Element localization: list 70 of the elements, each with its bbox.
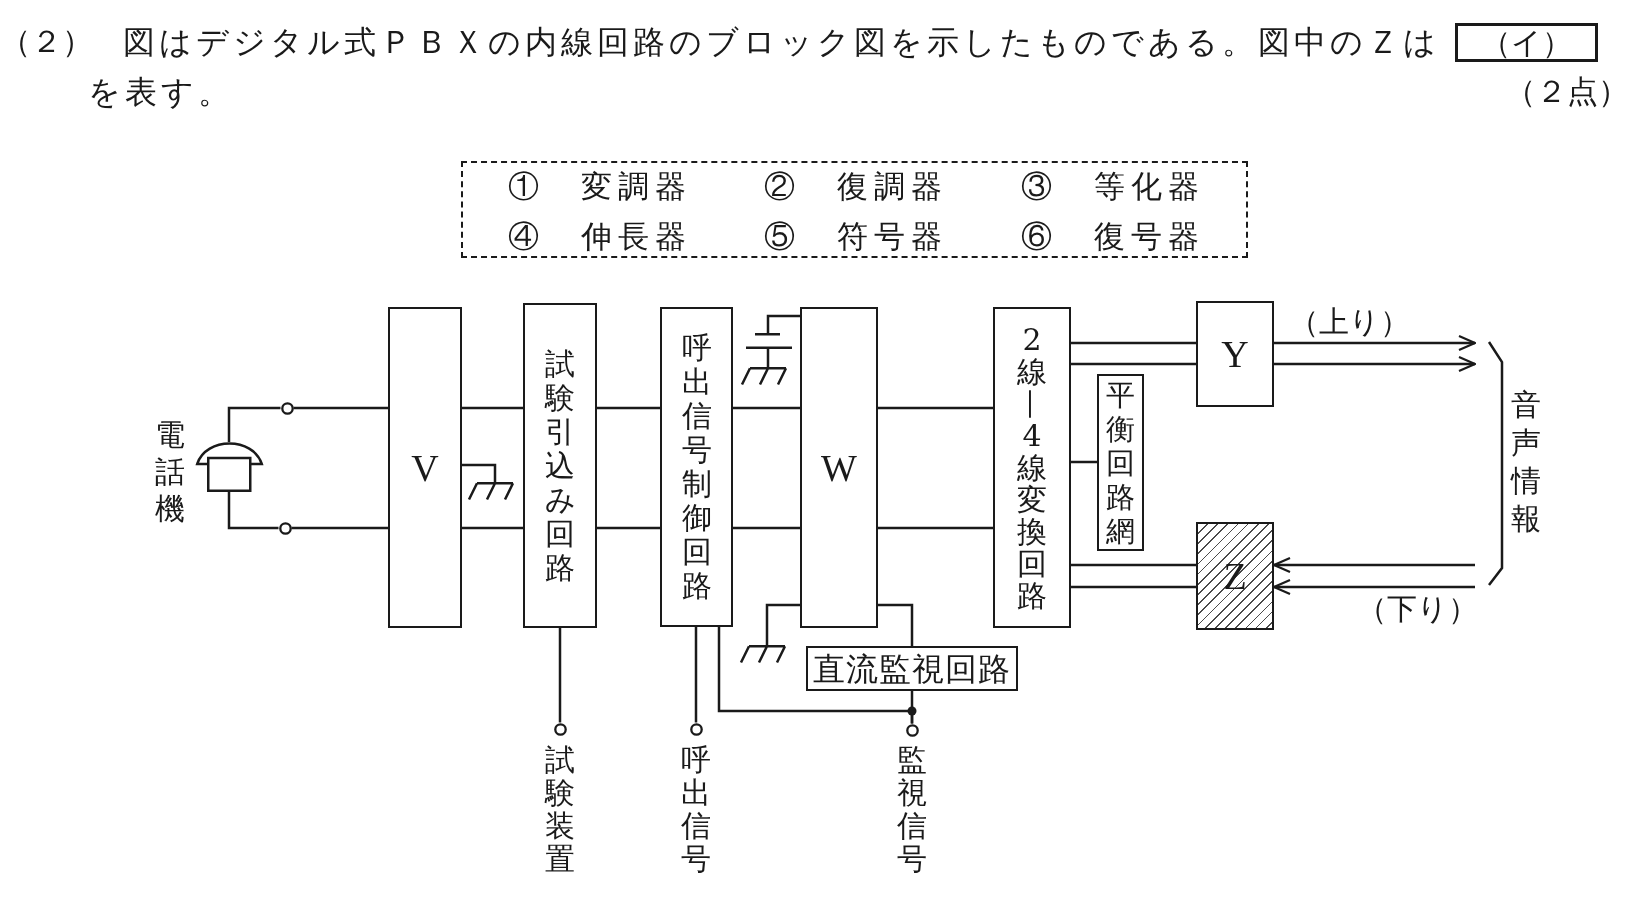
- choice-number: ②: [763, 170, 795, 202]
- wire: [558, 628, 562, 723]
- circuit-block: 直流監視回路: [806, 646, 1018, 691]
- question-text: を表す。: [88, 76, 234, 108]
- points-label: （２点）: [1505, 76, 1629, 107]
- ground-icon: [740, 367, 788, 386]
- direction-label: （下り）: [1357, 594, 1478, 624]
- terminal-icon: [278, 521, 292, 535]
- wire: [766, 314, 800, 333]
- question-text: 図はデジタル式ＰＢＸの内線回路のブロック図を示したものである。図中のＺは: [123, 26, 1440, 58]
- circuit-block: Y: [1196, 301, 1274, 407]
- terminal-icon: [905, 723, 919, 737]
- wire: [462, 406, 523, 410]
- choice-text: 伸長器: [581, 220, 692, 252]
- wire: [878, 406, 993, 410]
- telephone-icon: [196, 442, 263, 492]
- terminal-icon: [689, 722, 703, 736]
- choice-text: 復調器: [837, 170, 948, 202]
- choice-box: [461, 161, 1248, 258]
- wire: [910, 691, 914, 724]
- circuit-block: 試験引込み回路: [523, 303, 597, 628]
- wire: [766, 349, 770, 367]
- terminal-icon: [553, 722, 567, 736]
- wire: [293, 406, 388, 410]
- capacitor-icon: [746, 333, 792, 349]
- wire: [733, 406, 800, 410]
- choice-number: ③: [1020, 170, 1052, 202]
- wire: [597, 406, 660, 410]
- ground-icon: [467, 482, 515, 501]
- wire: [1071, 362, 1196, 366]
- wire: [597, 526, 660, 530]
- wire: [694, 627, 698, 723]
- arrow: [1274, 355, 1477, 373]
- terminal-label: 呼出信号: [680, 743, 712, 875]
- choice-text: 復号器: [1094, 220, 1205, 252]
- choice-number: ⑥: [1020, 220, 1052, 252]
- wire: [462, 463, 497, 482]
- wire: [1071, 460, 1097, 464]
- bracket-label: 音声情報: [1509, 386, 1542, 538]
- wire: [765, 603, 800, 645]
- question-number: （２）: [0, 26, 93, 57]
- arrow: [1274, 334, 1477, 352]
- ground-icon: [739, 645, 787, 664]
- circuit-block: 2線—4線変換回路: [993, 307, 1071, 628]
- terminal-label: 試験装置: [543, 743, 576, 875]
- circuit-block: W: [800, 307, 878, 628]
- wire: [1071, 341, 1196, 345]
- terminal-icon: [280, 401, 294, 415]
- choice-number: ①: [507, 170, 539, 202]
- terminal-label: 監視信号: [896, 743, 928, 875]
- wire: [462, 526, 523, 530]
- answer-box: （イ）: [1455, 23, 1598, 62]
- wire: [227, 492, 279, 530]
- circuit-block: 平衡回路網: [1097, 374, 1144, 551]
- choice-text: 符号器: [837, 220, 948, 252]
- device-label: 電話機: [154, 416, 186, 527]
- wire: [291, 526, 388, 530]
- wire: [227, 406, 281, 442]
- choice-text: 変調器: [581, 170, 692, 202]
- direction-label: （上り）: [1289, 307, 1410, 337]
- circuit-block: V: [388, 307, 462, 628]
- wire: [878, 603, 914, 646]
- wire: [1071, 563, 1196, 567]
- choice-number: ④: [507, 220, 539, 252]
- choice-text: 等化器: [1094, 170, 1205, 202]
- circuit-block: 呼出信号制御回路: [660, 307, 733, 627]
- wire: [1071, 585, 1196, 589]
- wire: [878, 526, 993, 530]
- choice-number: ⑤: [763, 220, 795, 252]
- wire: [733, 526, 800, 530]
